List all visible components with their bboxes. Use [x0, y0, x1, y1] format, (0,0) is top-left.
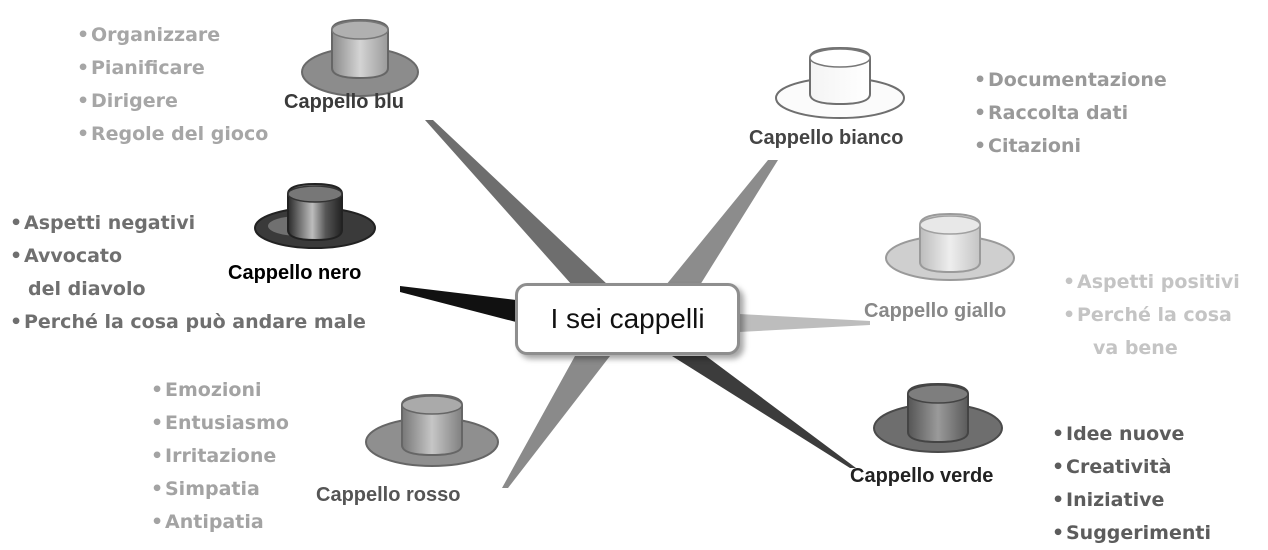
- list-item: Organizzare: [77, 19, 268, 52]
- hat-giallo-label: Cappello giallo: [864, 300, 1007, 322]
- hat-blu-icon: [301, 18, 419, 97]
- connector-bianco: [666, 160, 778, 285]
- connector-rosso: [502, 356, 610, 488]
- connector-verde: [672, 356, 856, 468]
- connector-nero: [400, 286, 516, 322]
- list-item: Iniziative: [1052, 484, 1211, 517]
- list-item: Aspetti negativi: [10, 207, 366, 240]
- list-item: Idee nuove: [1052, 418, 1211, 451]
- list-item: del diavolo: [28, 278, 146, 300]
- hat-verde-items: Idee nuove Creatività Iniziative Suggeri…: [1052, 418, 1211, 550]
- hat-bianco-icon: [775, 46, 905, 119]
- hat-rosso-icon: [365, 393, 499, 467]
- hat-rosso-label: Cappello rosso: [316, 484, 461, 506]
- connector-blu: [425, 120, 608, 285]
- list-item: Aspetti positivi: [1063, 266, 1240, 299]
- list-item: Avvocato: [10, 240, 366, 273]
- list-item: Documentazione: [974, 64, 1167, 97]
- list-item: Perché la cosa: [1063, 299, 1240, 332]
- list-item: Antipatia: [151, 506, 289, 539]
- hat-verde-label: Cappello verde: [850, 465, 994, 487]
- list-item: Regole del gioco: [77, 118, 268, 151]
- list-item: Suggerimenti: [1052, 517, 1211, 550]
- connector-giallo: [739, 314, 870, 332]
- hat-nero-items: Aspetti negativi Avvocato del diavolo Pe…: [10, 207, 366, 339]
- hat-verde-icon: [873, 382, 1003, 453]
- list-item: Pianificare: [77, 52, 268, 85]
- list-item: Perché la cosa può andare male: [10, 306, 366, 339]
- connectors: [400, 120, 870, 488]
- hat-bianco-label: Cappello bianco: [749, 127, 904, 149]
- hat-bianco-items: Documentazione Raccolta dati Citazioni: [974, 64, 1167, 163]
- list-item: Emozioni: [151, 374, 289, 407]
- list-item: Citazioni: [974, 130, 1167, 163]
- list-item: Entusiasmo: [151, 407, 289, 440]
- hat-rosso-items: Emozioni Entusiasmo Irritazione Simpatia…: [151, 374, 289, 539]
- list-item: Irritazione: [151, 440, 289, 473]
- hat-giallo-icon: [885, 212, 1015, 281]
- center-node: I sei cappelli: [515, 283, 740, 355]
- hat-blu-items: Organizzare Pianificare Dirigere Regole …: [77, 19, 268, 151]
- center-title: I sei cappelli: [550, 303, 705, 334]
- list-item: Raccolta dati: [974, 97, 1167, 130]
- list-item: va bene: [1093, 337, 1178, 359]
- hat-giallo-items: Aspetti positivi Perché la cosa va bene: [1063, 266, 1240, 365]
- list-item: Dirigere: [77, 85, 268, 118]
- list-item: Creatività: [1052, 451, 1211, 484]
- hat-blu-label: Cappello blu: [284, 91, 404, 113]
- list-item: Simpatia: [151, 473, 289, 506]
